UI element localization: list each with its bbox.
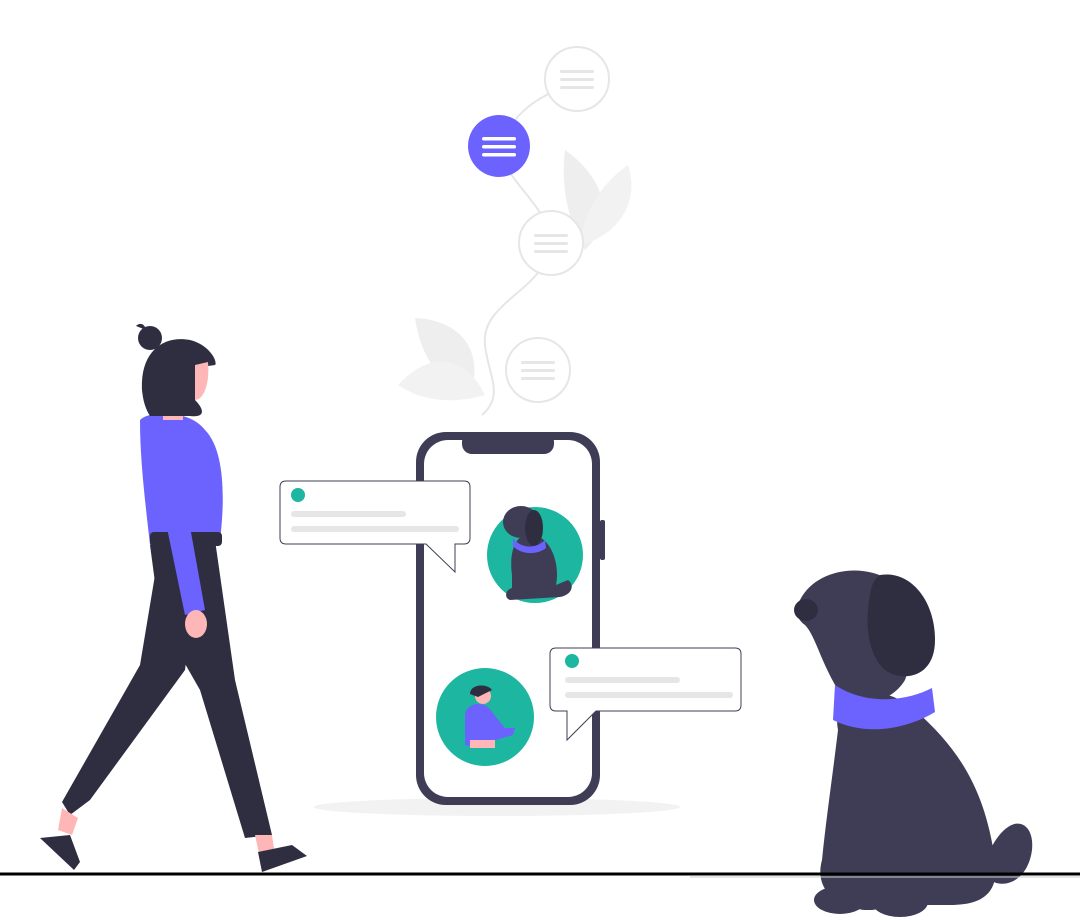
menu-icon-faded	[518, 210, 584, 276]
leaf-decoration-bottom	[398, 318, 485, 401]
menu-icon-active	[468, 115, 530, 177]
chat-bubble-right	[549, 647, 742, 742]
dog-avatar	[487, 506, 583, 603]
person-avatar	[436, 668, 534, 766]
dog-figure	[794, 570, 1033, 917]
menu-icon-faded	[544, 46, 610, 112]
phone-shadow	[314, 798, 680, 816]
chat-bubble-left	[279, 480, 471, 574]
menu-icon-faded	[505, 337, 571, 403]
woman-figure	[40, 323, 307, 872]
